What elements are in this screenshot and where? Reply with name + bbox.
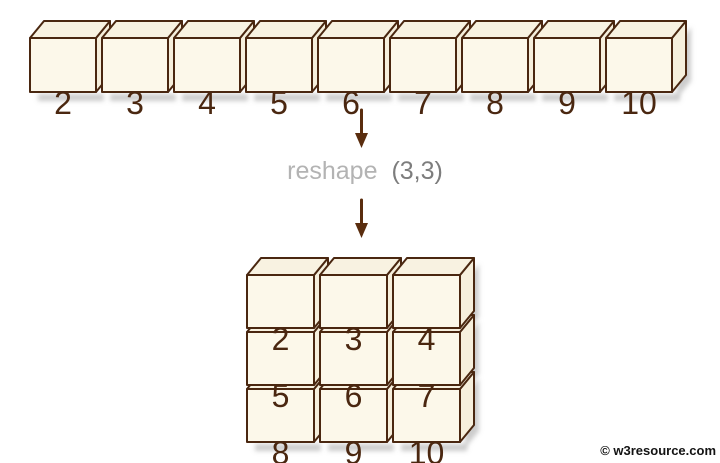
cell-front-face [246, 274, 315, 329]
down-arrow-icon [355, 108, 368, 148]
cell-front-face [101, 37, 169, 93]
cell-value: 7 [418, 378, 436, 414]
matrix-cell: 4 [392, 257, 475, 357]
cell-value: 4 [198, 85, 216, 121]
cell-front-face [461, 37, 529, 93]
array-cell: 2 [29, 20, 111, 121]
cell-front-face [392, 331, 461, 386]
cell-value: 8 [486, 85, 504, 121]
array-cell: 7 [389, 20, 471, 121]
cell-value: 2 [54, 85, 72, 121]
cell-top-face [319, 257, 402, 276]
cell-value: 5 [270, 85, 288, 121]
cell-top-face [101, 20, 183, 39]
cell-value: 6 [345, 378, 363, 414]
cell-value: 2 [272, 321, 290, 357]
cell-front-face [246, 331, 315, 386]
cell-value: 4 [418, 321, 436, 357]
cell-top-face [533, 20, 615, 39]
cell-front-face [246, 388, 315, 443]
cell-value: 10 [621, 85, 657, 121]
down-arrow-icon [355, 198, 368, 238]
cell-top-face [173, 20, 255, 39]
cell-front-face [605, 37, 673, 93]
cell-front-face [533, 37, 601, 93]
array-cell: 6 [317, 20, 399, 121]
cell-value: 6 [342, 85, 360, 121]
cell-front-face [392, 388, 461, 443]
cell-front-face [389, 37, 457, 93]
array-cell: 3 [101, 20, 183, 121]
cell-top-face [245, 20, 327, 39]
cell-front-face [29, 37, 97, 93]
cell-front-face [245, 37, 313, 93]
cell-value: 9 [558, 85, 576, 121]
array-cell: 9 [533, 20, 615, 121]
cell-top-face [246, 257, 329, 276]
array-cell: 5 [245, 20, 327, 121]
cell-value: 8 [272, 435, 290, 463]
cell-value: 3 [126, 85, 144, 121]
cell-top-face [392, 257, 475, 276]
watermark: © w3resource.com [600, 443, 716, 458]
array-cell: 8 [461, 20, 543, 121]
cell-front-face [319, 331, 388, 386]
cell-front-face [319, 274, 388, 329]
cell-top-face [29, 20, 111, 39]
cell-value: 10 [409, 435, 445, 463]
cell-value: 5 [272, 378, 290, 414]
array-cell: 10 [605, 20, 687, 121]
operation-label: reshape (3,3) [287, 157, 443, 185]
operation-name: reshape [287, 157, 377, 185]
cell-front-face [173, 37, 241, 93]
cell-top-face [461, 20, 543, 39]
cell-front-face [392, 274, 461, 329]
array-cell: 4 [173, 20, 255, 121]
operation-args: (3,3) [391, 157, 442, 185]
flat-array: 2 3 4 5 6 7 [29, 20, 687, 121]
cell-front-face [319, 388, 388, 443]
cell-value: 3 [345, 321, 363, 357]
cell-top-face [317, 20, 399, 39]
cell-top-face [389, 20, 471, 39]
cell-value: 7 [414, 85, 432, 121]
reshaped-matrix: 8 9 10 5 6 [246, 257, 475, 463]
cell-front-face [317, 37, 385, 93]
cell-top-face [605, 20, 687, 39]
cell-value: 9 [345, 435, 363, 463]
